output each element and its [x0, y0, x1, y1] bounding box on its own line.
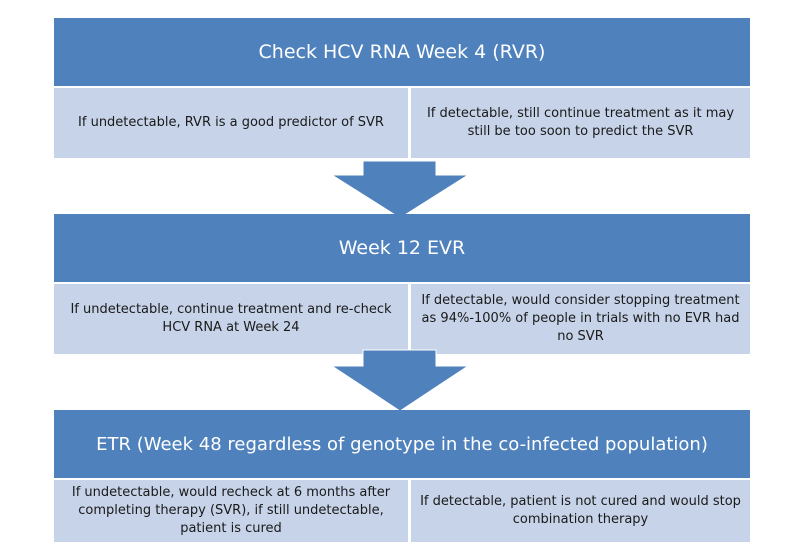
stage-2-right-text: If detectable, would consider stopping t…	[421, 293, 740, 344]
stage-2-left-text: If undetectable, continue treatment and …	[70, 302, 392, 335]
stage-3-header: ETR (Week 48 regardless of genotype in t…	[54, 410, 750, 478]
stage-1-left-text: If undetectable, RVR is a good predictor…	[78, 115, 384, 130]
stage-2-right-box: If detectable, would consider stopping t…	[411, 284, 750, 354]
stage-1-left-box: If undetectable, RVR is a good predictor…	[54, 88, 408, 158]
stage-1-title: Check HCV RNA Week 4 (RVR)	[258, 41, 546, 63]
down-arrow-icon	[330, 349, 470, 412]
stage-3-right-text: If detectable, patient is not cured and …	[420, 494, 741, 527]
stage-3-left-text: If undetectable, would recheck at 6 mont…	[71, 485, 391, 536]
stage-2-left-box: If undetectable, continue treatment and …	[54, 284, 408, 354]
stage-1-header: Check HCV RNA Week 4 (RVR)	[54, 18, 750, 86]
stage-3-left-box: If undetectable, would recheck at 6 mont…	[54, 480, 408, 542]
stage-2-header: Week 12 EVR	[54, 214, 750, 282]
stage-3-title: ETR (Week 48 regardless of genotype in t…	[96, 433, 708, 455]
down-arrow-icon	[330, 160, 470, 219]
stage-1-right-box: If detectable, still continue treatment …	[411, 88, 750, 158]
stage-1-right-text: If detectable, still continue treatment …	[426, 106, 735, 139]
stage-3-right-box: If detectable, patient is not cured and …	[411, 480, 750, 542]
stage-2-title: Week 12 EVR	[338, 237, 466, 259]
